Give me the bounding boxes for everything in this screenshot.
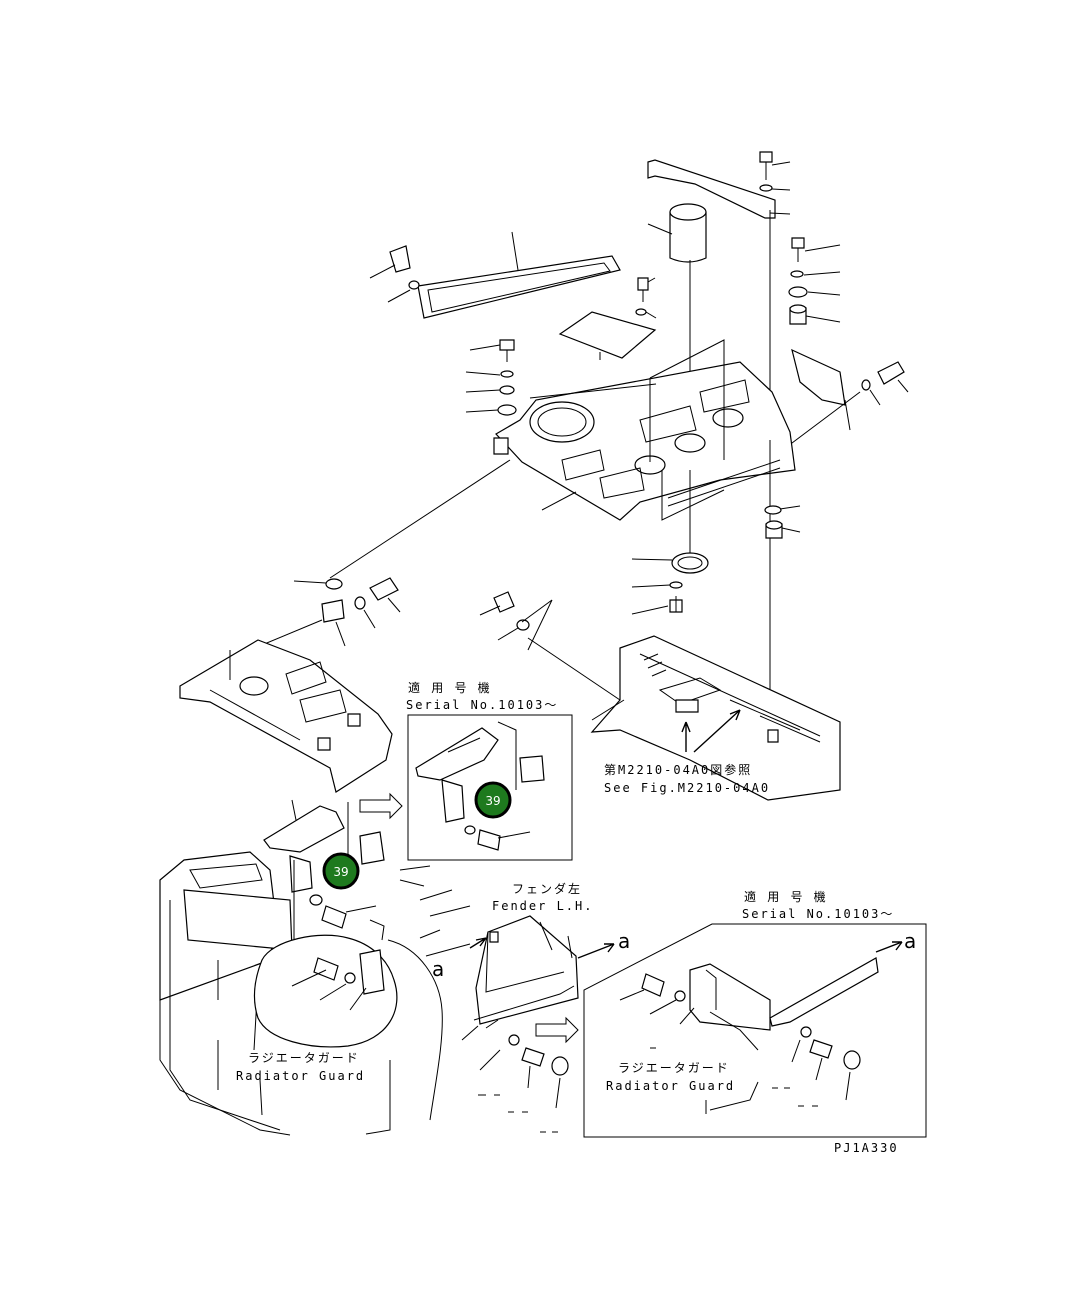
radiator-guard-en-1: Radiator Guard — [236, 1069, 365, 1083]
serial-note-en-1: Serial No.10103～ — [406, 698, 558, 712]
inset-box-2 — [583, 923, 927, 1138]
arrow-to-inset-2 — [535, 1016, 579, 1044]
callout-badge-label: 39 — [485, 794, 500, 808]
callout-badge-39-inset[interactable]: 39 — [474, 781, 512, 819]
inset-2-parts — [619, 941, 903, 1114]
serial-note-en-2: Serial No.10103～ — [742, 907, 894, 921]
reference-label-jp: 第M2210-04A0図参照 — [604, 762, 752, 777]
serial-note-jp-1: 適 用 号 機 — [408, 680, 492, 695]
fender-lh — [461, 915, 615, 1133]
left-cover-assembly — [179, 639, 393, 793]
reference-label-en: See Fig.M2210-04A0 — [604, 781, 770, 795]
inset-box-1 — [407, 714, 573, 861]
arrow-to-inset-1 — [359, 792, 403, 820]
serial-note-jp-2: 適 用 号 機 — [744, 889, 828, 904]
radiator-guard-jp-2: ラジエータガード — [618, 1061, 730, 1075]
inset-1-parts — [415, 721, 545, 851]
marker-a-3: a — [904, 929, 916, 953]
mounting-block-assembly — [249, 577, 401, 651]
lower-frame-assembly — [479, 591, 841, 801]
fender-label-jp: フェンダ左 — [512, 881, 582, 896]
marker-a-2: a — [618, 929, 630, 953]
bracket-assembly — [263, 799, 385, 990]
callout-badge-label: 39 — [333, 865, 348, 879]
fender-label-en: Fender L.H. — [492, 899, 593, 913]
top-cover-assembly — [329, 151, 909, 700]
radiator-guard-jp-1: ラジエータガード — [248, 1051, 360, 1065]
radiator-guard-en-2: Radiator Guard — [606, 1079, 735, 1093]
radiator-guard — [159, 851, 471, 1136]
diagram-code: PJ1A330 — [834, 1141, 899, 1155]
callout-badge-39-main[interactable]: 39 — [322, 852, 360, 890]
marker-a-1: a — [432, 957, 444, 981]
